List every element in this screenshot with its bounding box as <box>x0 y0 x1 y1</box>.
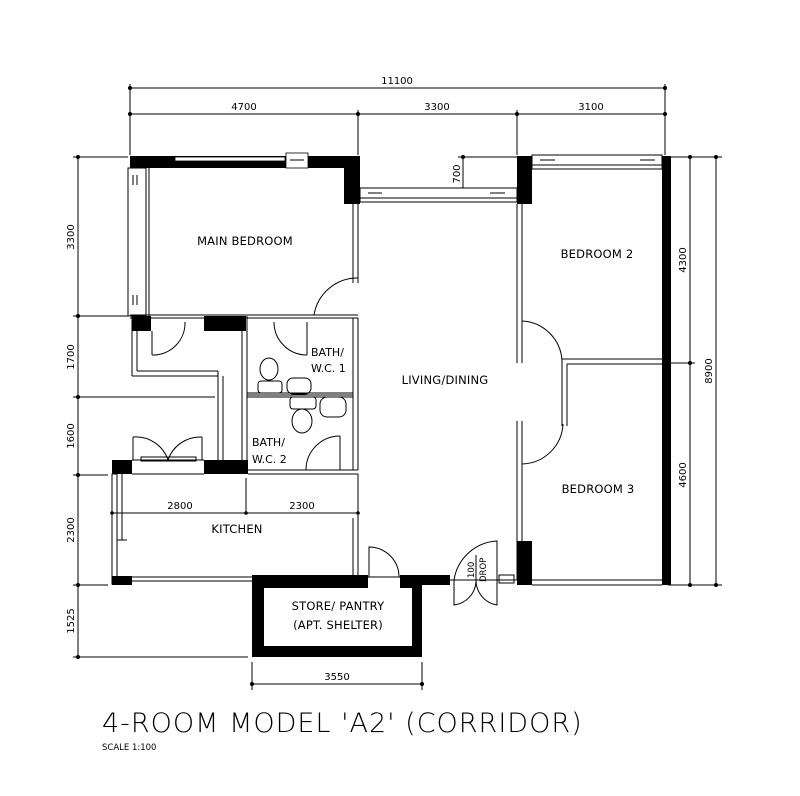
dim-left-3: 1600 <box>66 423 77 448</box>
dim-kitchen-2: 2300 <box>289 501 314 512</box>
dim-kitchen-1: 2800 <box>167 501 192 512</box>
dim-top-seg-2: 3300 <box>424 102 449 113</box>
right-dimensions: 4300 4600 8900 <box>668 155 722 587</box>
dim-top-seg-3: 3100 <box>578 102 603 113</box>
drop-label-2: DROP <box>479 558 489 582</box>
dim-left-5: 1525 <box>66 608 77 633</box>
dim-right-2: 4600 <box>678 462 689 487</box>
kitchen: 2800 2300 KITCHEN <box>110 436 360 585</box>
drop-label-1: 100 <box>467 562 477 578</box>
label-store-line2: (APT. SHELTER) <box>293 618 383 632</box>
dim-recess: 700 <box>452 164 463 183</box>
label-bath-1-line1: BATH/ <box>311 346 344 359</box>
dim-bottom-store: 3550 <box>324 672 349 683</box>
store-pantry: STORE/ PANTRY (APT. SHELTER) 3550 <box>250 546 450 690</box>
label-store-line1: STORE/ PANTRY <box>292 599 386 613</box>
closet-area <box>131 316 248 470</box>
main-entrance-door: 100 DROP <box>450 540 517 606</box>
dim-top-seg-1: 4700 <box>231 102 256 113</box>
label-bath-2-line1: BATH/ <box>252 436 285 449</box>
dim-left-4: 2300 <box>66 517 77 542</box>
recess-dimension: 700 <box>452 155 517 192</box>
dim-right-1: 4300 <box>678 247 689 272</box>
living-dining: LIVING/DINING <box>359 187 518 387</box>
label-living-dining: LIVING/DINING <box>402 373 489 387</box>
dim-left-1: 3300 <box>66 224 77 249</box>
label-bath-2-line2: W.C. 2 <box>252 453 287 466</box>
plan-title: 4-ROOM MODEL 'A2' (CORRIDOR) <box>102 708 583 739</box>
label-bedroom-3: BEDROOM 3 <box>562 482 635 496</box>
top-dimensions: 11100 4700 3300 3100 <box>128 76 667 155</box>
label-kitchen: KITCHEN <box>211 522 262 536</box>
bedroom-3: BEDROOM 3 <box>516 364 662 586</box>
dim-left-2: 1700 <box>66 344 77 369</box>
bedroom-2: BEDROOM 2 <box>516 154 671 585</box>
bath-wc-2: BATH/ W.C. 2 <box>247 396 358 471</box>
plan-scale: SCALE 1:100 <box>102 743 156 753</box>
label-bath-1-line2: W.C. 1 <box>311 362 346 375</box>
label-main-bedroom: MAIN BEDROOM <box>197 234 293 248</box>
left-dimensions: 3300 1700 1600 2300 1525 <box>66 155 248 659</box>
main-bedroom: MAIN BEDROOM <box>127 152 360 319</box>
dim-top-total: 11100 <box>381 76 413 87</box>
label-bedroom-2: BEDROOM 2 <box>561 247 634 261</box>
dim-right-total: 8900 <box>704 358 715 383</box>
